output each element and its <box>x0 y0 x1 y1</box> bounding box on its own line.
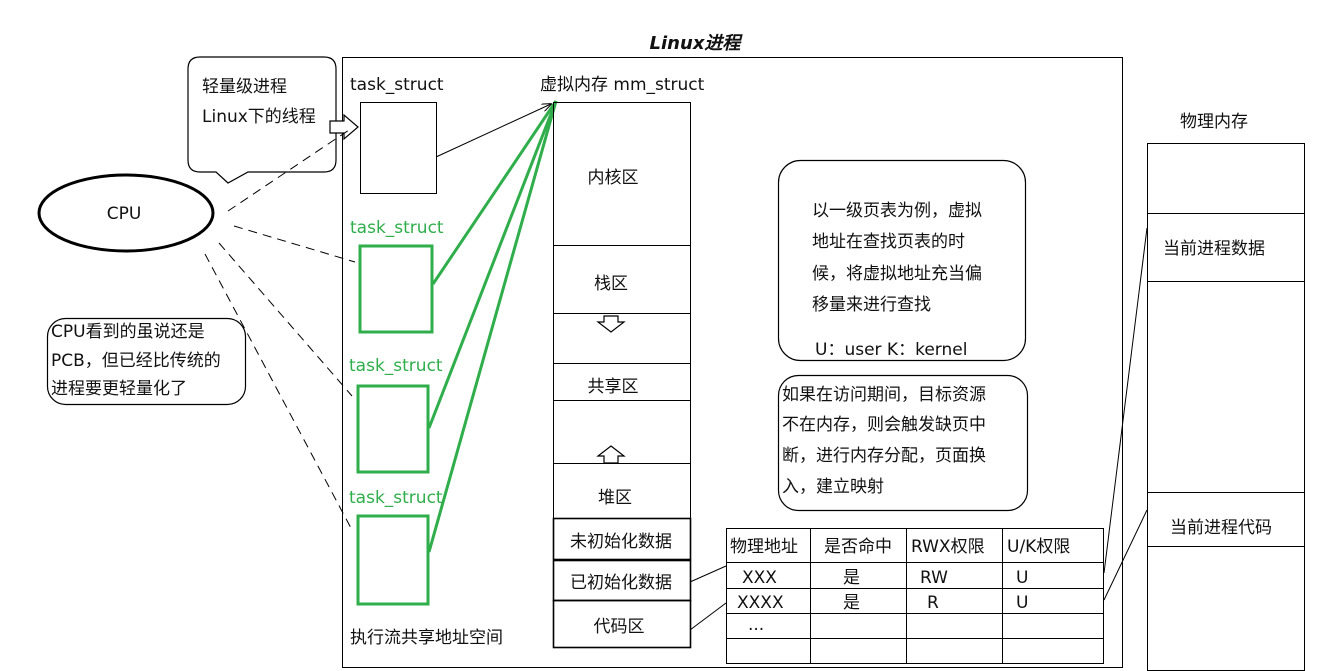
page-fault-note-line-4: 入，建立映射 <box>782 477 884 497</box>
physical-memory-column <box>1147 143 1305 671</box>
hollow-arrow-icon <box>329 113 359 141</box>
pcb-note-line-2: PCB，但已经比传统的 <box>51 351 221 371</box>
page-table-to-code-block-line <box>1103 509 1148 601</box>
cpu-ellipse <box>37 173 215 253</box>
task-struct-main-box <box>360 102 437 194</box>
physical-memory-title: 物理内存 <box>1180 112 1248 132</box>
cpu-to-task-struct-main-line <box>227 127 353 212</box>
task-struct-to-mm-line <box>435 104 551 158</box>
pcb-note-line-1: CPU看到的虽说还是 <box>51 322 205 342</box>
page-fault-note-line-3: 断，进行内存分配，页面换 <box>782 446 986 466</box>
page-table-cell: XXX <box>742 568 777 588</box>
page-table-cell: RW <box>920 568 948 588</box>
bubble-line-1: 轻量级进程 <box>202 77 287 97</box>
page-table-note-line-4: 移量来进行查找 <box>812 295 931 315</box>
diagram-title: Linux进程 <box>650 33 744 54</box>
page-table-cell: U <box>1016 593 1028 613</box>
region-data: 已初始化数据 <box>570 573 672 593</box>
process-frame <box>342 57 1123 668</box>
physical-memory-code-block: 当前进程代码 <box>1170 518 1272 538</box>
thread-task-struct-box-3 <box>356 514 430 606</box>
bubble-line-2: Linux下的线程 <box>202 107 316 127</box>
page-table-cell: 是 <box>843 593 860 613</box>
thread-3-to-mm-line <box>427 100 558 553</box>
region-heap: 堆区 <box>598 488 632 508</box>
cpu-to-thread-1-line <box>233 225 356 263</box>
thread-task-struct-box-1 <box>358 244 434 334</box>
page-fault-note-box <box>777 374 1029 512</box>
page-table-cell: R <box>927 593 939 613</box>
thread-task-struct-label-3: task_struct <box>349 488 443 508</box>
pcb-note-box <box>46 317 247 406</box>
page-table-header-hit: 是否命中 <box>824 537 892 557</box>
user-kernel-legend: U：user K：kernel <box>815 340 967 360</box>
physical-memory-data-block: 当前进程数据 <box>1163 239 1265 259</box>
task-struct-main-label: task_struct <box>350 75 444 95</box>
thread-task-struct-label-2: task_struct <box>349 356 443 376</box>
shared-region-box <box>553 363 691 401</box>
region-code: 代码区 <box>594 617 645 637</box>
data-region-to-page-table-line <box>689 565 727 583</box>
heap-grows-up-arrow-icon <box>596 445 626 464</box>
cpu-to-thread-2-line <box>218 242 353 397</box>
mm-struct-title: 虚拟内存 mm_struct <box>540 75 705 95</box>
bss-region-box <box>552 517 692 561</box>
region-bss: 未初始化数据 <box>570 532 672 552</box>
page-table: 物理地址 是否命中 RWX权限 U/K权限 XXX 是 RW U XXXX 是 … <box>726 528 1104 664</box>
thread-1-to-mm-line <box>431 100 558 285</box>
page-table-note-box <box>777 159 1027 362</box>
thread-task-struct-label-1: task_struct <box>350 218 444 238</box>
page-fault-note-line-2: 不在内存，则会触发缺页中 <box>782 415 986 435</box>
cpu-label: CPU <box>107 204 142 224</box>
page-table-to-data-block-line <box>1103 227 1148 574</box>
page-table-header-physical-address: 物理地址 <box>730 537 798 557</box>
stack-grows-down-arrow-icon <box>596 315 626 333</box>
shared-address-space-caption: 执行流共享地址空间 <box>350 628 503 648</box>
region-stack: 栈区 <box>594 274 628 294</box>
code-region-box <box>552 599 692 649</box>
region-kernel: 内核区 <box>588 168 639 188</box>
page-table-note-line-1: 以一级页表为例，虚拟 <box>812 201 982 221</box>
page-table-note-line-3: 候，将虚拟地址充当偏 <box>812 264 982 284</box>
lightweight-process-bubble <box>187 56 337 184</box>
page-table-header-rwx: RWX权限 <box>911 537 985 557</box>
page-table-cell: XXXX <box>737 593 784 613</box>
code-region-to-page-table-line <box>689 602 727 631</box>
page-table-note-line-2: 地址在查找页表的时 <box>812 232 965 252</box>
thread-task-struct-box-2 <box>356 384 430 474</box>
pcb-note-line-3: 进程要更轻量化了 <box>51 379 187 399</box>
page-table-cell: ... <box>748 615 764 635</box>
region-shared: 共享区 <box>588 377 639 397</box>
page-table-cell: 是 <box>843 568 860 588</box>
cpu-to-thread-3-line <box>204 253 353 531</box>
page-table-frame <box>726 528 1104 664</box>
thread-2-to-mm-line <box>427 100 558 429</box>
page-table-header-uk: U/K权限 <box>1007 537 1070 557</box>
page-table-cell: U <box>1016 568 1028 588</box>
page-fault-note-line-1: 如果在访问期间，目标资源 <box>782 385 986 405</box>
